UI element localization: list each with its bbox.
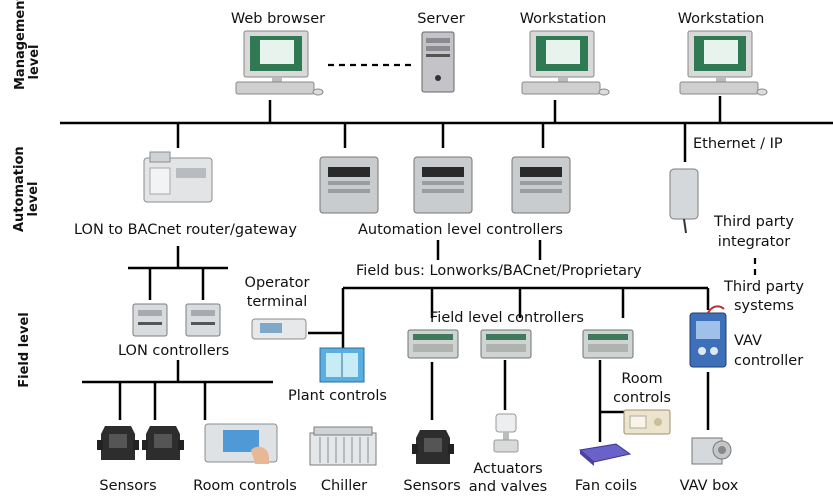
field-level-controllers-label: Field level controllers xyxy=(430,310,584,326)
router-gateway-label: LON to BACnet router/gateway xyxy=(74,222,297,238)
field-controller-3-icon xyxy=(582,329,634,359)
automation-controller-3-icon xyxy=(511,156,571,214)
sensor-1-icon xyxy=(97,426,139,460)
plant-controls-icon xyxy=(319,347,365,383)
operator-terminal-icon xyxy=(251,318,307,340)
ethernet-ip-label: Ethernet / IP xyxy=(693,136,783,152)
workstation-2-label: Workstation xyxy=(677,11,765,27)
sensors-2-label: Sensors xyxy=(403,478,461,494)
web-browser-label: Web browser xyxy=(230,11,326,27)
sensors-1-label: Sensors xyxy=(99,478,157,494)
vav-box-label: VAV box xyxy=(679,478,739,494)
field-controller-1-icon xyxy=(407,329,459,359)
workstation-2-computer-icon xyxy=(679,30,768,96)
chiller-icon xyxy=(309,426,377,466)
lon-controllers-label: LON controllers xyxy=(118,343,230,359)
router-gateway-icon xyxy=(143,151,213,203)
automation-controllers-label: Automation level controllers xyxy=(358,222,563,238)
field-bus-label: Field bus: Lonworks/BACnet/Proprietary xyxy=(356,263,642,279)
lon-controller-2-icon xyxy=(185,303,221,337)
sensor-2-icon xyxy=(142,426,184,460)
fan-coils-label: Fan coils xyxy=(574,478,638,494)
vav-box-icon xyxy=(691,437,732,465)
field-controller-2-icon xyxy=(480,329,532,359)
web-browser-computer-icon xyxy=(235,30,324,96)
vav-controller-icon xyxy=(689,305,727,368)
automation-controller-1-icon xyxy=(319,156,379,214)
field-level-label: Field level xyxy=(17,312,32,388)
workstation-1-label: Workstation xyxy=(519,11,607,27)
server-tower-icon xyxy=(421,31,455,93)
room-control-unit-icon xyxy=(623,409,671,435)
plant-controls-label: Plant controls xyxy=(288,388,387,404)
actuator-valve-icon xyxy=(493,413,519,453)
chiller-label: Chiller xyxy=(320,478,368,494)
room-controls-label: Room controls xyxy=(193,478,297,494)
fan-coil-icon xyxy=(578,443,632,466)
room-controls-panel-icon xyxy=(204,423,278,464)
server-label: Server xyxy=(417,11,465,27)
automation-controller-2-icon xyxy=(413,156,473,214)
third-party-integrator-icon xyxy=(669,168,699,234)
lon-controller-1-icon xyxy=(132,303,168,337)
sensor-3-icon xyxy=(412,430,454,464)
workstation-1-computer-icon xyxy=(521,30,610,96)
